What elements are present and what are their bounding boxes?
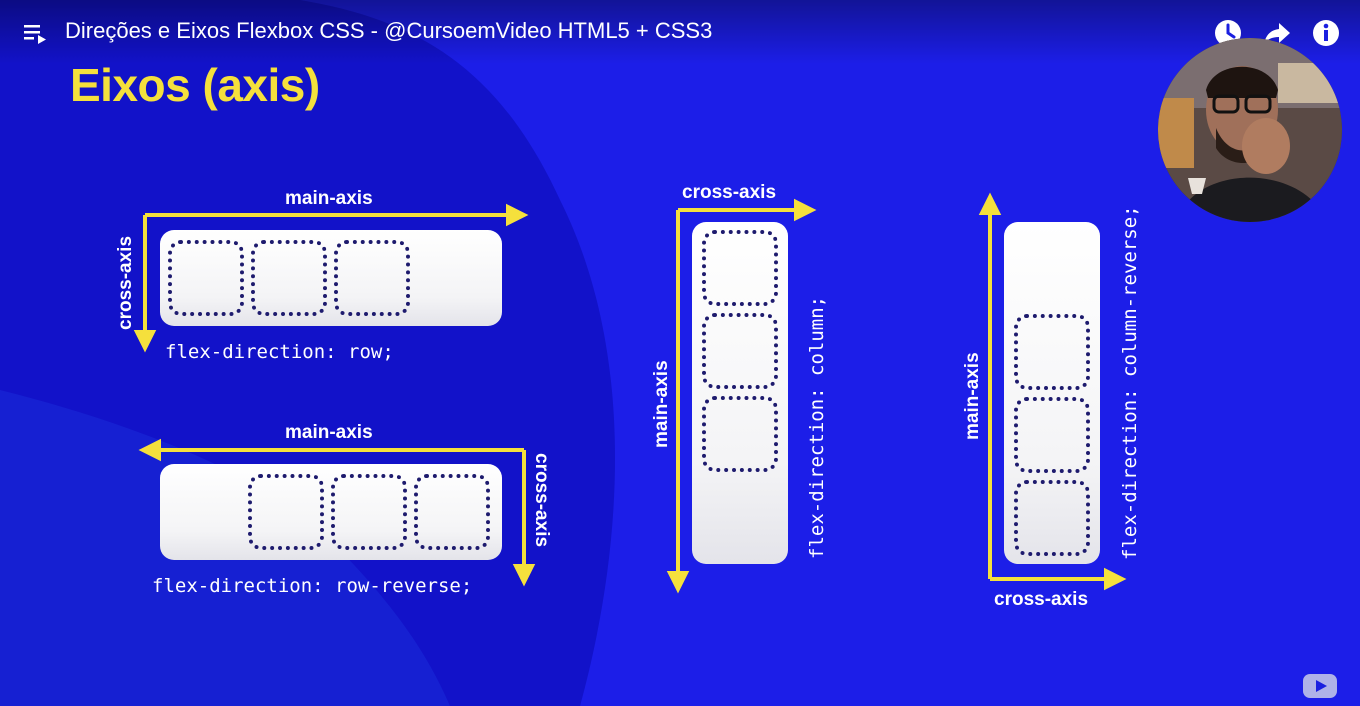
column-flex-item xyxy=(702,230,778,306)
column-flex-container xyxy=(692,222,788,564)
row-flex-item xyxy=(168,240,244,316)
column-main-axis-label: main-axis xyxy=(651,360,672,448)
video-title[interactable]: Direções e Eixos Flexbox CSS - @CursoemV… xyxy=(65,18,713,43)
column-cross-axis-arrowhead xyxy=(794,198,817,222)
column-main-axis-arrowhead xyxy=(666,571,690,594)
youtube-logo-icon[interactable] xyxy=(1302,672,1338,700)
column-reverse-flex-container xyxy=(1004,222,1100,564)
share-icon[interactable] xyxy=(1262,18,1292,48)
column-reverse-flex-item xyxy=(1014,397,1090,473)
info-icon[interactable] xyxy=(1311,18,1341,48)
column-reverse-flex-item xyxy=(1014,480,1090,556)
column-reverse-code-label: flex-direction: column-reverse; xyxy=(1119,205,1141,560)
row-main-axis-label: main-axis xyxy=(285,188,373,209)
row-reverse-main-axis-label: main-axis xyxy=(285,422,373,443)
row-cross-axis-arrowhead xyxy=(133,330,157,353)
column-reverse-cross-axis-arrowhead xyxy=(1104,567,1127,591)
row-reverse-code-label: flex-direction: row-reverse; xyxy=(152,575,473,597)
column-reverse-flex-item xyxy=(1014,314,1090,390)
row-code-label: flex-direction: row; xyxy=(165,341,394,363)
row-reverse-cross-axis-arrowhead xyxy=(512,564,536,587)
row-reverse-main-axis-arrowhead xyxy=(138,438,161,462)
row-reverse-flex-item xyxy=(331,474,407,550)
column-flex-item xyxy=(702,313,778,389)
row-reverse-cross-axis-label: cross-axis xyxy=(531,453,552,548)
row-main-axis-arrowhead xyxy=(506,203,529,227)
column-flex-item xyxy=(702,396,778,472)
column-reverse-cross-axis-label: cross-axis xyxy=(994,589,1089,610)
playlist-icon[interactable] xyxy=(22,20,48,46)
row-flex-container xyxy=(160,230,502,326)
slide-title: Eixos (axis) xyxy=(70,59,320,111)
column-cross-axis-label: cross-axis xyxy=(682,182,777,203)
player-top-bar: Direções e Eixos Flexbox CSS - @CursoemV… xyxy=(0,0,1360,64)
row-reverse-flex-item xyxy=(248,474,324,550)
row-flex-item xyxy=(251,240,327,316)
column-reverse-main-axis-label: main-axis xyxy=(962,352,983,440)
row-cross-axis-label: cross-axis xyxy=(115,235,136,330)
row-flex-item xyxy=(334,240,410,316)
row-reverse-flex-container xyxy=(160,464,502,560)
column-reverse-main-axis-arrowhead xyxy=(978,192,1002,215)
column-code-label: flex-direction: column; xyxy=(806,295,828,559)
row-reverse-flex-item xyxy=(414,474,490,550)
